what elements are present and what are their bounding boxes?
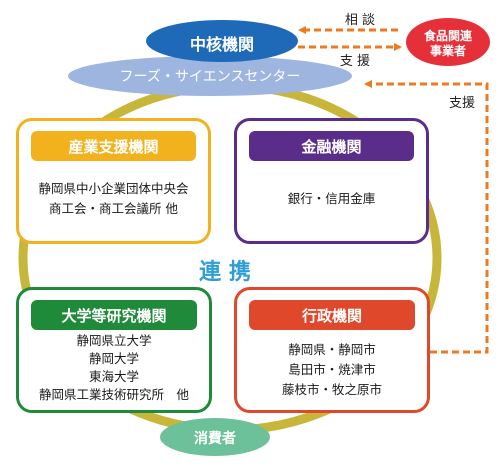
industry-support-title: 産業支援機関 [31,131,196,161]
government-line: 藤枝市・牧之原市 [281,382,382,397]
finance-box: 金融機関 銀行・信用金庫 [234,118,429,244]
finance-line: 銀行・信用金庫 [287,191,376,206]
food-business-ellipse [406,18,490,66]
support-top-label: 支 援 [339,54,371,69]
industry-support-box: 産業支援機関 静岡県中小企業団体中央会 商工会・商工会議所 他 [16,118,211,244]
renkei-label: 連 携 [199,260,251,285]
center-ellipse [68,56,352,96]
university-line: 静岡大学 [88,351,139,366]
consult-label: 相 談 [344,13,376,28]
government-box: 行政機関 静岡県・静岡市 島田市・焼津市 藤枝市・牧之原市 [234,287,430,413]
government-line: 島田市・焼津市 [288,362,376,377]
consumer-label: 消費者 [194,431,236,447]
food-business-label-line2: 事業者 [429,44,466,58]
government-title: 行政機関 [249,300,415,330]
center-label: フーズ・サイエンスセンター [119,69,301,85]
university-line: 東海大学 [88,369,139,384]
industry-support-line: 静岡県中小企業団体中央会 [38,181,189,196]
industry-support-line: 商工会・商工会議所 他 [49,201,178,216]
government-line: 静岡県・静岡市 [288,342,376,357]
university-line: 静岡県工業技術研究所 他 [38,387,189,402]
university-line: 静岡県立大学 [76,333,152,348]
university-title: 大学等研究機関 [31,300,197,330]
support-right-label: 支援 [448,96,475,111]
university-box: 大学等研究機関 静岡県立大学 静岡大学 東海大学 静岡県工業技術研究所 他 [16,287,212,413]
consumer-ellipse [160,418,270,456]
core-label: 中核機関 [189,35,254,54]
core-ellipse [146,20,298,62]
support-arrow-right [364,80,489,354]
finance-title: 金融機関 [249,131,414,161]
food-business-label-line1: 食品関連 [423,29,472,43]
